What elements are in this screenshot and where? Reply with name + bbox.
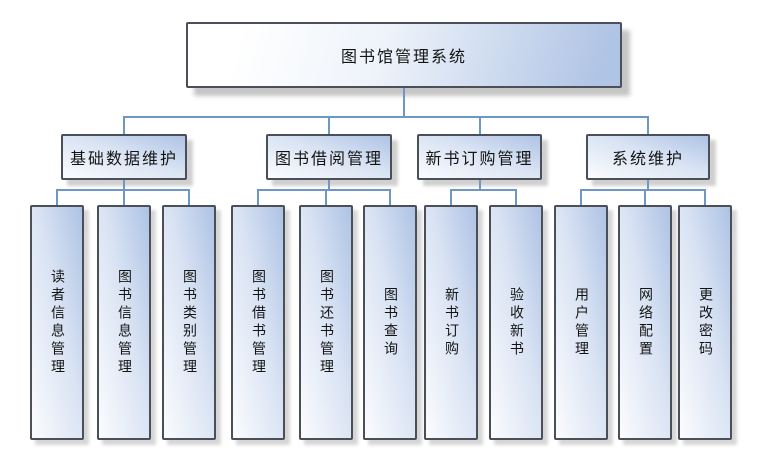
node-leaf-network-config: 网络配置 <box>618 205 672 440</box>
node-leaf-user-mgmt: 用户管理 <box>554 205 608 440</box>
connector-g4-riser <box>647 180 649 191</box>
node-branch-basic-data: 基础数据维护 <box>61 134 187 180</box>
connector-drop-branch-3 <box>479 116 481 135</box>
node-branch-borrowing: 图书借阅管理 <box>266 134 392 180</box>
node-leaf-book-category-mgmt: 图书类别管理 <box>162 205 216 440</box>
node-root: 图书馆管理系统 <box>186 22 622 88</box>
connector-g4-bus <box>580 189 706 191</box>
connector-g2-drop-1 <box>257 189 259 206</box>
connector-g1-riser <box>123 180 125 191</box>
connector-g4-drop-3 <box>704 189 706 206</box>
connector-g3-drop-1 <box>450 189 452 206</box>
connector-g2-drop-2 <box>325 189 327 206</box>
connector-root-riser <box>403 88 405 118</box>
connector-g4-drop-1 <box>580 189 582 206</box>
node-leaf-reader-info-mgmt: 读者信息管理 <box>30 205 84 440</box>
connector-drop-branch-2 <box>328 116 330 135</box>
connector-g4-drop-2 <box>644 189 646 206</box>
node-leaf-book-lend-mgmt: 图书借书管理 <box>231 205 285 440</box>
connector-drop-branch-1 <box>123 116 125 135</box>
connector-level1-bus <box>123 116 649 118</box>
node-leaf-book-search: 图书查询 <box>363 205 417 440</box>
node-leaf-new-book-order: 新书订购 <box>424 205 478 440</box>
node-branch-ordering: 新书订购管理 <box>417 134 542 180</box>
connector-g3-riser <box>479 180 481 191</box>
node-branch-system: 系统维护 <box>586 134 710 180</box>
connector-g2-riser <box>328 180 330 191</box>
node-leaf-new-book-accept: 验收新书 <box>489 205 543 440</box>
connector-g1-drop-3 <box>188 189 190 206</box>
connector-drop-branch-4 <box>647 116 649 135</box>
connector-g1-drop-2 <box>123 189 125 206</box>
node-leaf-book-info-mgmt: 图书信息管理 <box>97 205 151 440</box>
connector-g3-drop-2 <box>515 189 517 206</box>
connector-g2-drop-3 <box>389 189 391 206</box>
connector-g1-drop-1 <box>56 189 58 206</box>
node-leaf-book-return-mgmt: 图书还书管理 <box>299 205 353 440</box>
connector-g2-bus <box>257 189 391 191</box>
connector-g3-bus <box>450 189 517 191</box>
node-leaf-change-password: 更改密码 <box>678 205 732 440</box>
